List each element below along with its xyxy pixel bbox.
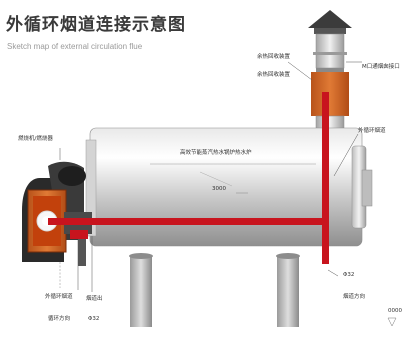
label-boiler-caption: 高效节能蒸汽热水锅炉热水炉 — [180, 150, 252, 156]
label-bottom-right-2: 烟道方向 — [343, 294, 366, 300]
label-corner: 0000 — [388, 308, 402, 314]
label-bottom-left-2: 循环方向 — [48, 316, 71, 322]
label-boiler-dimension: 3000 — [212, 186, 226, 192]
page-title: 外循环烟道连接示意图 — [6, 15, 186, 35]
boiler-body — [85, 127, 373, 247]
label-heat-recovery-2: 余热回收装置 — [257, 72, 291, 78]
label-chimney-connector: M口通烟囱接口 — [362, 64, 400, 70]
label-bottom-mid-1: 烟道出 — [86, 296, 103, 302]
external-circulation-flue — [48, 92, 329, 264]
label-bottom-mid-2: Φ32 — [88, 316, 100, 322]
page-subtitle: Sketch map of external circulation flue — [7, 42, 143, 51]
label-heat-recovery-1: 余热回收装置 — [257, 54, 291, 60]
boiler-leg-right — [277, 255, 299, 327]
leader-lines — [59, 61, 362, 292]
burner — [22, 161, 92, 266]
label-bottom-left-1: 外循环烟道 — [45, 294, 73, 300]
label-burner: 燃烧机/燃烧器 — [18, 136, 53, 142]
heat-recovery-unit — [311, 72, 349, 116]
label-bottom-right-1: Φ32 — [343, 272, 355, 278]
label-outer-flue: 外循环烟道 — [358, 128, 386, 134]
boiler-leg-left — [130, 255, 152, 327]
chimney — [308, 10, 352, 131]
